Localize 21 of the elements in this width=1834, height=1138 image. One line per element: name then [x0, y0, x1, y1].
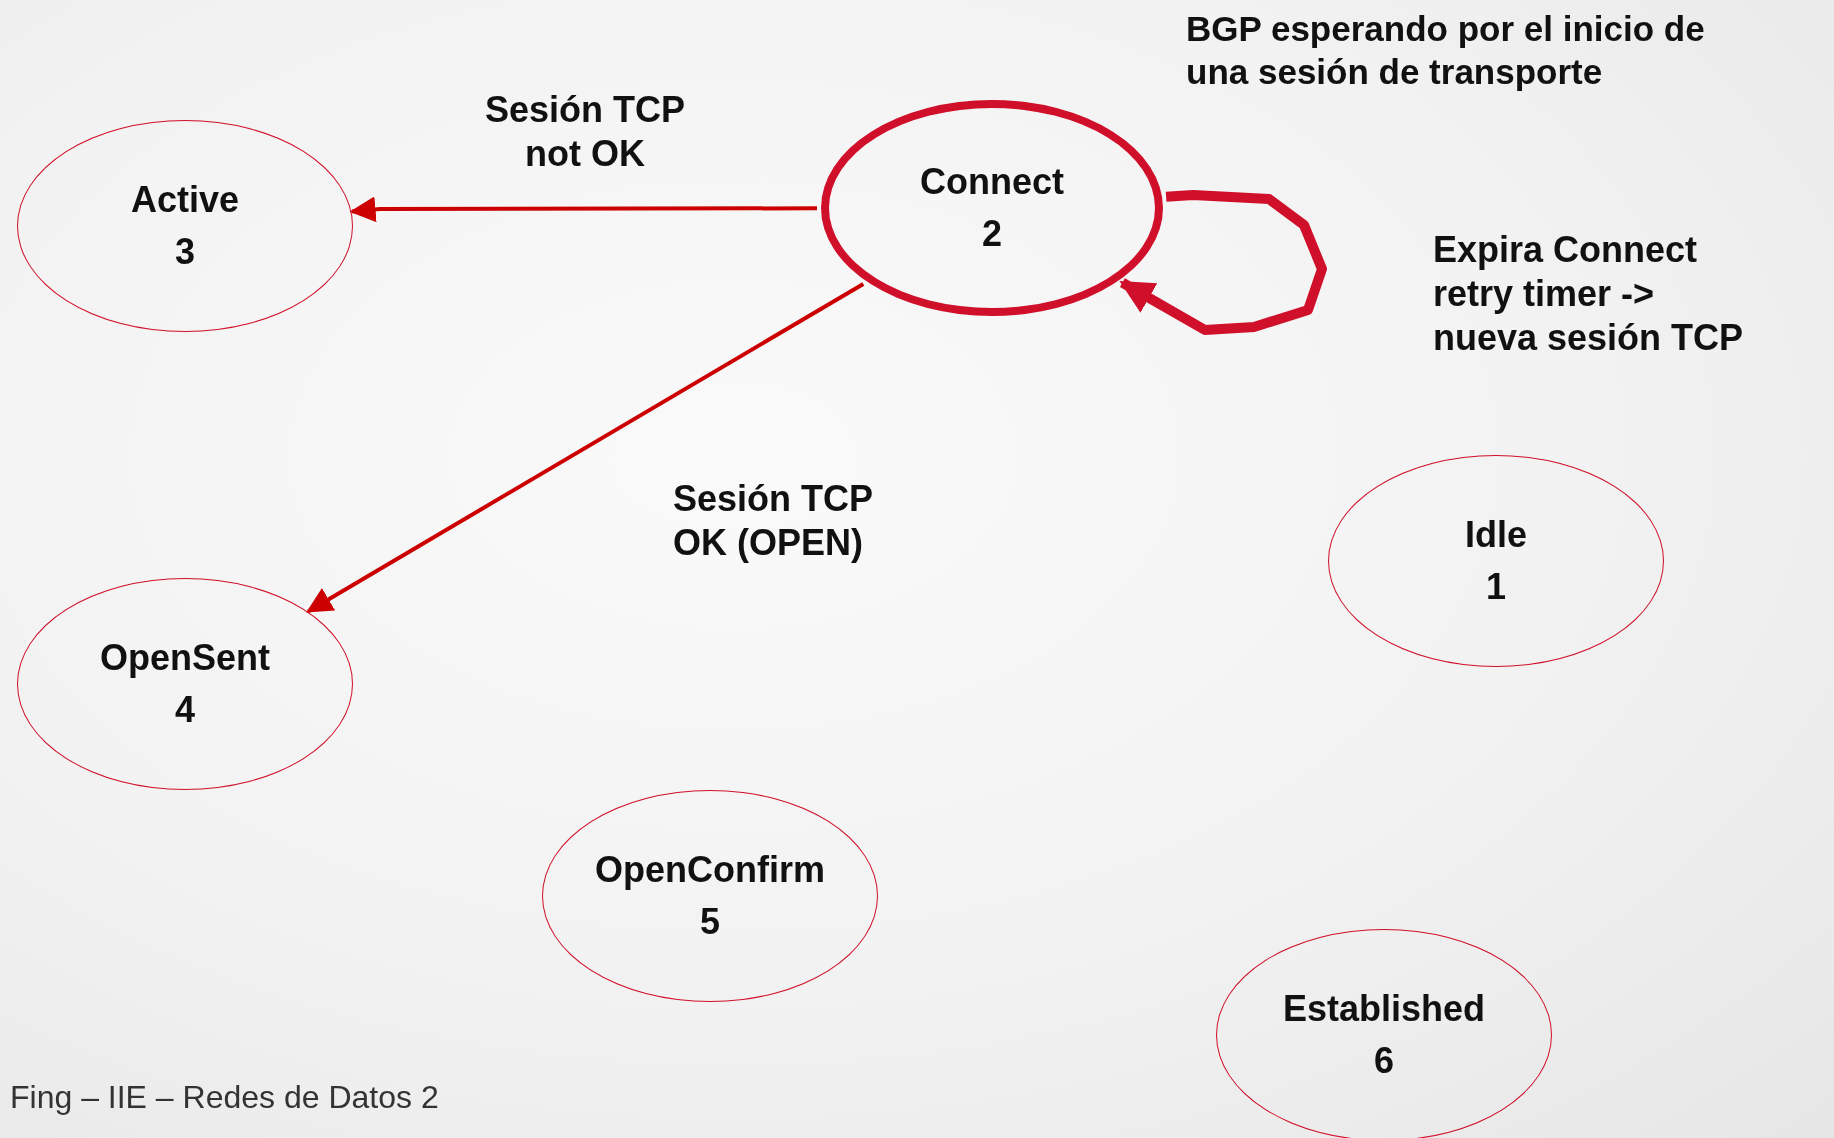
state-number: 3 [175, 230, 195, 274]
note-text: BGP esperando por el inicio de una sesión de transporte [1186, 8, 1706, 93]
edge-label: Sesión TCP not OK [483, 88, 686, 176]
self-loop-arrow [1119, 190, 1327, 335]
state-number: 5 [700, 900, 720, 944]
state-name: Active [130, 177, 240, 222]
edge-label: Expira Connect retry timer -> nueva sesión TCP [1433, 228, 1745, 360]
edge-label: Sesión TCP OK (OPEN) [673, 477, 874, 565]
state-number: 1 [1486, 565, 1506, 609]
state-name: OpenConfirm [595, 847, 825, 892]
state-number: 4 [175, 688, 195, 732]
state-name: Established [1282, 986, 1486, 1031]
footer-text: Fing – IIE – Redes de Datos 2 [10, 1078, 440, 1117]
state-number: 6 [1374, 1039, 1394, 1083]
state-name: Idle [1465, 512, 1527, 557]
arrow [306, 282, 865, 613]
state-number: 2 [982, 212, 1002, 256]
state-name: Connect [920, 159, 1064, 204]
arrow [349, 196, 817, 223]
state-name: OpenSent [100, 635, 270, 680]
state-ellipse [821, 100, 1163, 316]
